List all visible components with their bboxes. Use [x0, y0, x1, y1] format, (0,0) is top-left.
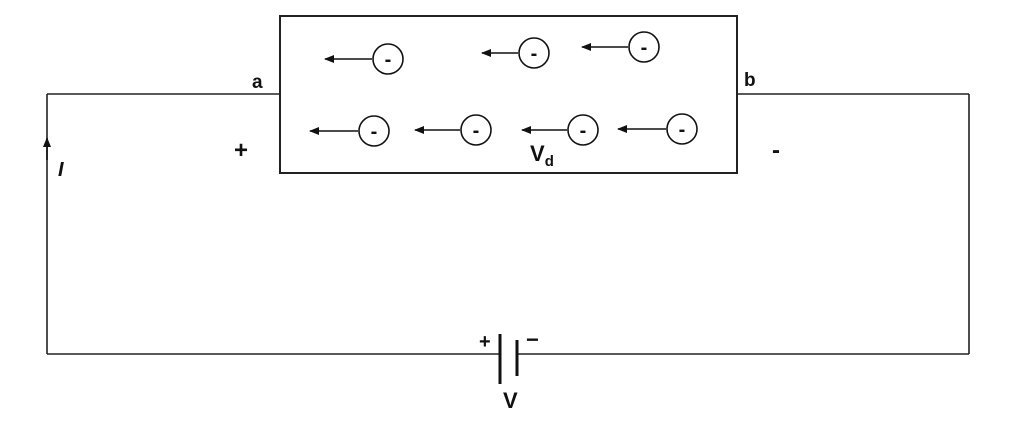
drift-velocity-sub: d [545, 153, 554, 170]
current-label: I [58, 159, 64, 181]
terminal-a-label: a [252, 72, 263, 93]
electron-circle [567, 114, 599, 146]
electron-circle [628, 31, 660, 63]
electron-circle [666, 113, 698, 145]
electrons-group: - - - - - - - [309, 31, 698, 147]
electron-charge-sign: - [473, 120, 480, 142]
electron-circle [460, 114, 492, 146]
electron-circle [372, 43, 404, 75]
battery-minus-label: − [526, 327, 539, 352]
electron-charge-sign: - [531, 43, 538, 65]
electron-charge-sign: - [385, 49, 392, 71]
electron-charge-sign: - [641, 37, 648, 59]
electron-charge-sign: - [679, 119, 686, 141]
drift-velocity-label: Vd [530, 141, 554, 170]
electron-circle [518, 37, 550, 69]
electron-circle [358, 115, 390, 147]
terminal-b-label: b [744, 70, 756, 91]
conductor-block [279, 15, 738, 174]
battery-plus-label: + [479, 331, 491, 353]
electron-charge-sign: - [580, 120, 587, 142]
battery-symbol [498, 334, 519, 384]
electron-charge-sign: - [371, 121, 378, 143]
negative-sign-label: - [772, 137, 780, 164]
battery-voltage-label: V [503, 388, 518, 413]
positive-sign-label: + [234, 137, 248, 164]
drift-velocity-main: V [530, 141, 545, 166]
